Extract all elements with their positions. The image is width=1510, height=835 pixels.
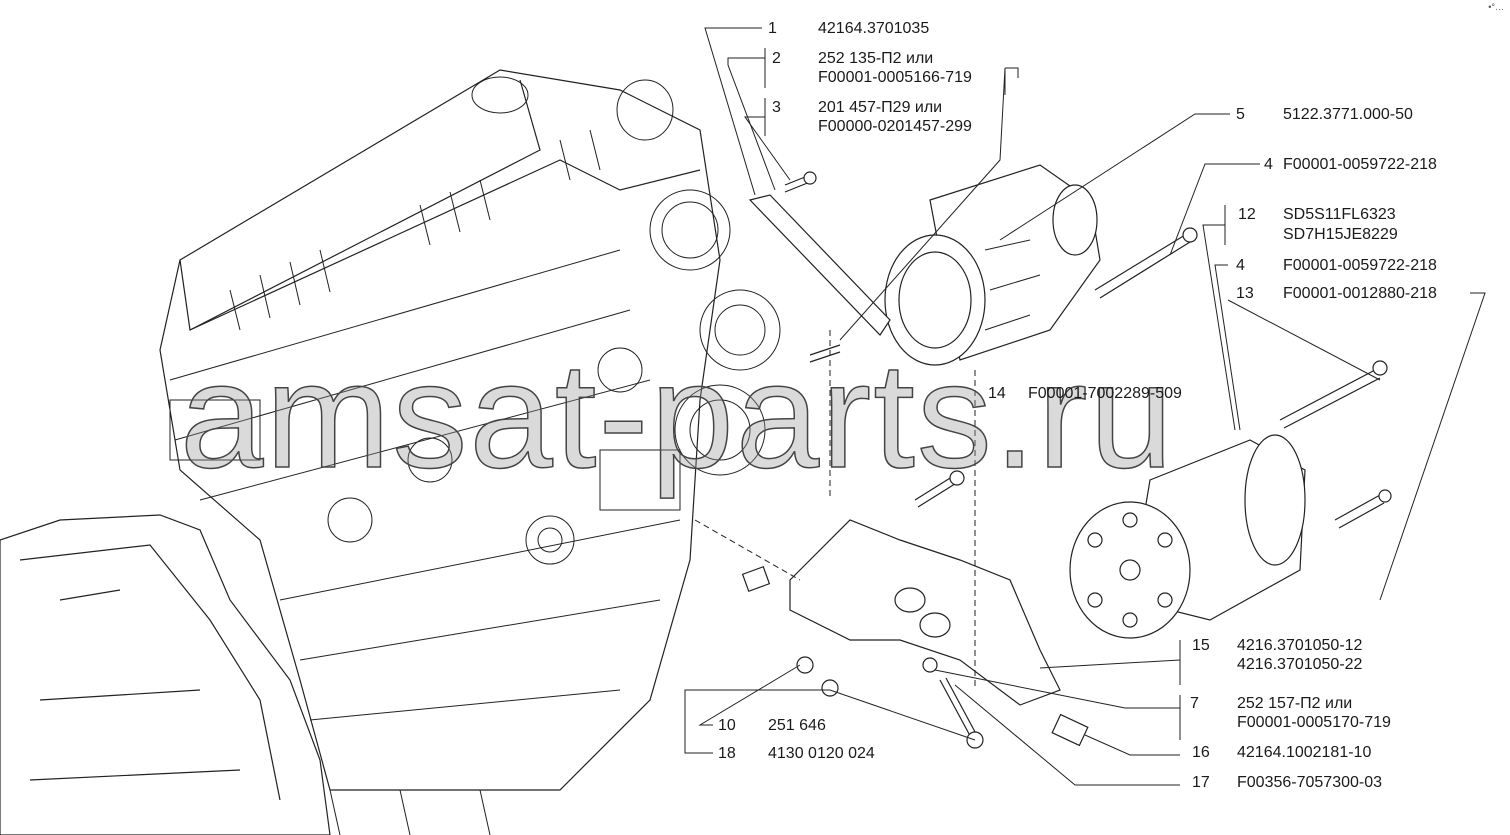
- callout-number: 5: [1236, 106, 1245, 123]
- callout-number: 12: [1238, 206, 1256, 223]
- part-number-alt: SD7H15JE8229: [1283, 226, 1398, 243]
- part-number: 201 457-П29 или: [818, 99, 943, 116]
- callout-number: 18: [718, 745, 736, 762]
- callout-number: 4: [1236, 257, 1245, 274]
- ac-compressor-drawing: [1069, 434, 1306, 639]
- watermark: amsat-parts.ru: [179, 331, 1175, 499]
- part-number: F00356-7057300-03: [1237, 774, 1383, 791]
- part-number: 4216.3701050-12: [1237, 637, 1363, 654]
- callout-number: 10: [718, 717, 736, 734]
- callout-number: 2: [772, 50, 781, 67]
- callout-number: 17: [1192, 774, 1210, 791]
- part-number: 251 646: [768, 717, 826, 734]
- part-number-alt: F00001-0005166-719: [818, 69, 972, 86]
- mounting-bracket-drawing: [741, 519, 1089, 749]
- part-number-alt: F00000-0201457-299: [818, 118, 972, 135]
- tension-strap-drawing: [748, 194, 891, 336]
- callout-number: 3: [772, 99, 781, 116]
- part-number: F00001-0012880-218: [1283, 285, 1437, 302]
- part-number: F00001-7002289-509: [1028, 385, 1182, 402]
- callout-number: 4: [1264, 156, 1273, 173]
- callout-number: 16: [1192, 744, 1210, 761]
- part-number: F00001-0059722-218: [1283, 257, 1437, 274]
- part-number: SD5S11FL6323: [1283, 206, 1396, 223]
- part-number: 4130 0120 024: [768, 745, 875, 762]
- callout-number: 15: [1192, 637, 1210, 654]
- engine-block-drawing: [0, 69, 781, 835]
- part-number-alt: 4216.3701050-22: [1237, 656, 1363, 673]
- part-number-alt: F00001-0005170-719: [1237, 714, 1391, 731]
- part-number: 42164.3701035: [818, 20, 930, 37]
- part-number: 42164.1002181-10: [1237, 744, 1372, 761]
- part-number: 252 157-П2 или: [1237, 695, 1353, 712]
- leader-lines: [684, 27, 1486, 786]
- callout-number: 1: [768, 20, 777, 37]
- corner-mark: •°…: [1488, 2, 1504, 12]
- part-number: 252 135-П2 или: [818, 50, 934, 67]
- callout-number: 14: [988, 385, 1006, 402]
- alternator-drawing: [884, 164, 1101, 366]
- callout-number: 13: [1236, 285, 1254, 302]
- part-number: F00001-0059722-218: [1283, 156, 1437, 173]
- callout-number: 7: [1190, 695, 1199, 712]
- part-number: 5122.3771.000-50: [1283, 106, 1413, 123]
